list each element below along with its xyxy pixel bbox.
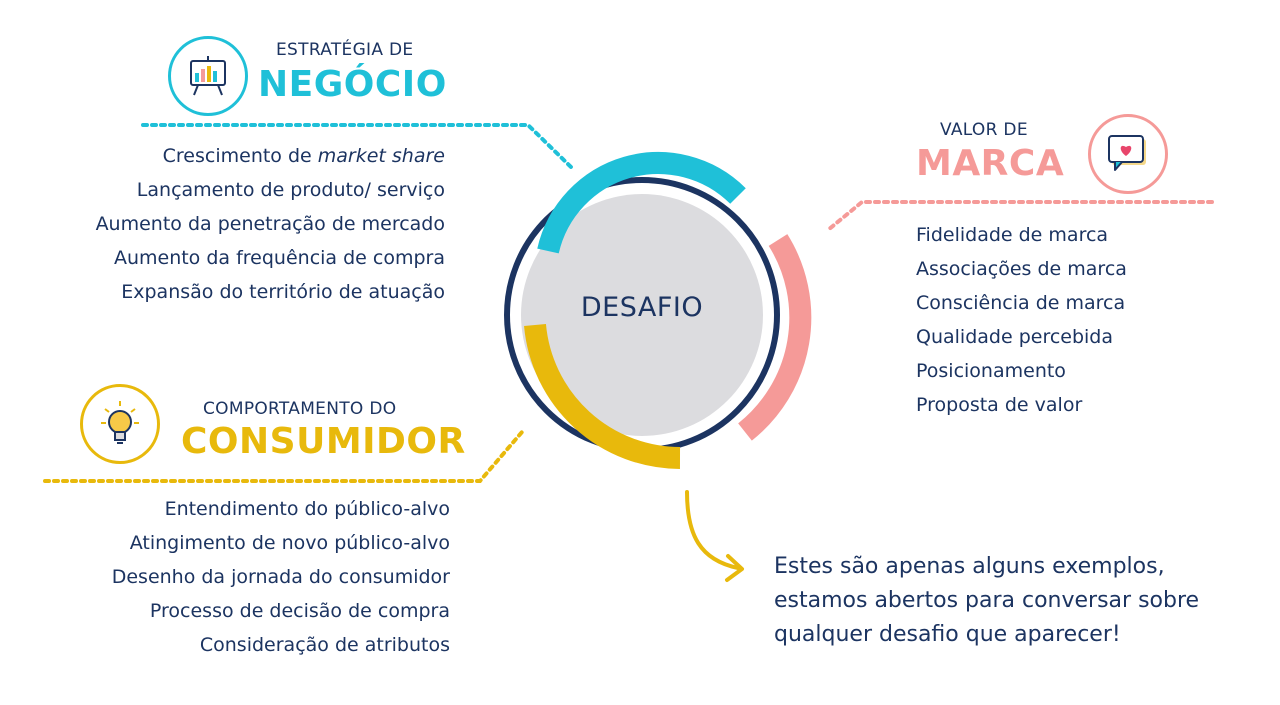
center-label: DESAFIO	[580, 292, 704, 323]
marca-title: MARCA	[916, 143, 1065, 184]
marca-item: Proposta de valor	[916, 394, 1083, 416]
negocio-connector	[141, 123, 574, 170]
consumidor-item: Atingimento de novo público-alvo	[129, 532, 450, 554]
consumidor-item: Entendimento do público-alvo	[164, 498, 450, 520]
note-arrow	[685, 490, 740, 570]
chart-board-icon	[168, 36, 248, 116]
marca-item: Qualidade percebida	[916, 326, 1114, 348]
consumidor-item: Processo de decisão de compra	[149, 600, 450, 622]
note-arrow-head	[725, 554, 744, 582]
consumidor-subtitle: COMPORTAMENTO DO	[203, 399, 397, 419]
negocio-item: Aumento da penetração de mercado	[95, 213, 445, 235]
ring-segment-yellow	[524, 323, 681, 469]
negocio-item: Crescimento de market share	[162, 145, 445, 167]
negocio-title: NEGÓCIO	[258, 64, 447, 105]
consumidor-item: Desenho da jornada do consumidor	[111, 566, 450, 588]
consumidor-title: CONSUMIDOR	[181, 421, 466, 462]
negocio-item: Lançamento de produto/ serviço	[136, 179, 445, 201]
consumidor-list: Entendimento do público-alvo Atingimento…	[112, 492, 450, 662]
negocio-list: Crescimento de market share Lançamento d…	[96, 139, 445, 309]
consumidor-item: Consideração de atributos	[199, 634, 450, 656]
negocio-item: Expansão do território de atuação	[121, 281, 445, 303]
ring-inner-disc	[521, 194, 763, 436]
marca-connector	[826, 200, 1214, 232]
marca-subtitle: VALOR DE	[940, 120, 1028, 140]
consumidor-connector	[43, 430, 524, 483]
note-text: Estes são apenas alguns exemplos, estamo…	[774, 554, 1200, 647]
marca-item: Posicionamento	[916, 360, 1066, 382]
marca-item: Fidelidade de marca	[916, 224, 1109, 246]
ring-segment-pink	[738, 234, 812, 441]
chat-heart-icon	[1088, 114, 1168, 194]
lightbulb-icon	[80, 384, 160, 464]
marca-item: Consciência de marca	[916, 292, 1126, 314]
marca-list: Fidelidade de marca Associações de marca…	[916, 218, 1127, 422]
negocio-item: Aumento da frequência de compra	[113, 247, 445, 269]
ring-segment-cyan	[537, 152, 746, 254]
negocio-subtitle: ESTRATÉGIA DE	[276, 40, 414, 60]
marca-item: Associações de marca	[916, 258, 1127, 280]
